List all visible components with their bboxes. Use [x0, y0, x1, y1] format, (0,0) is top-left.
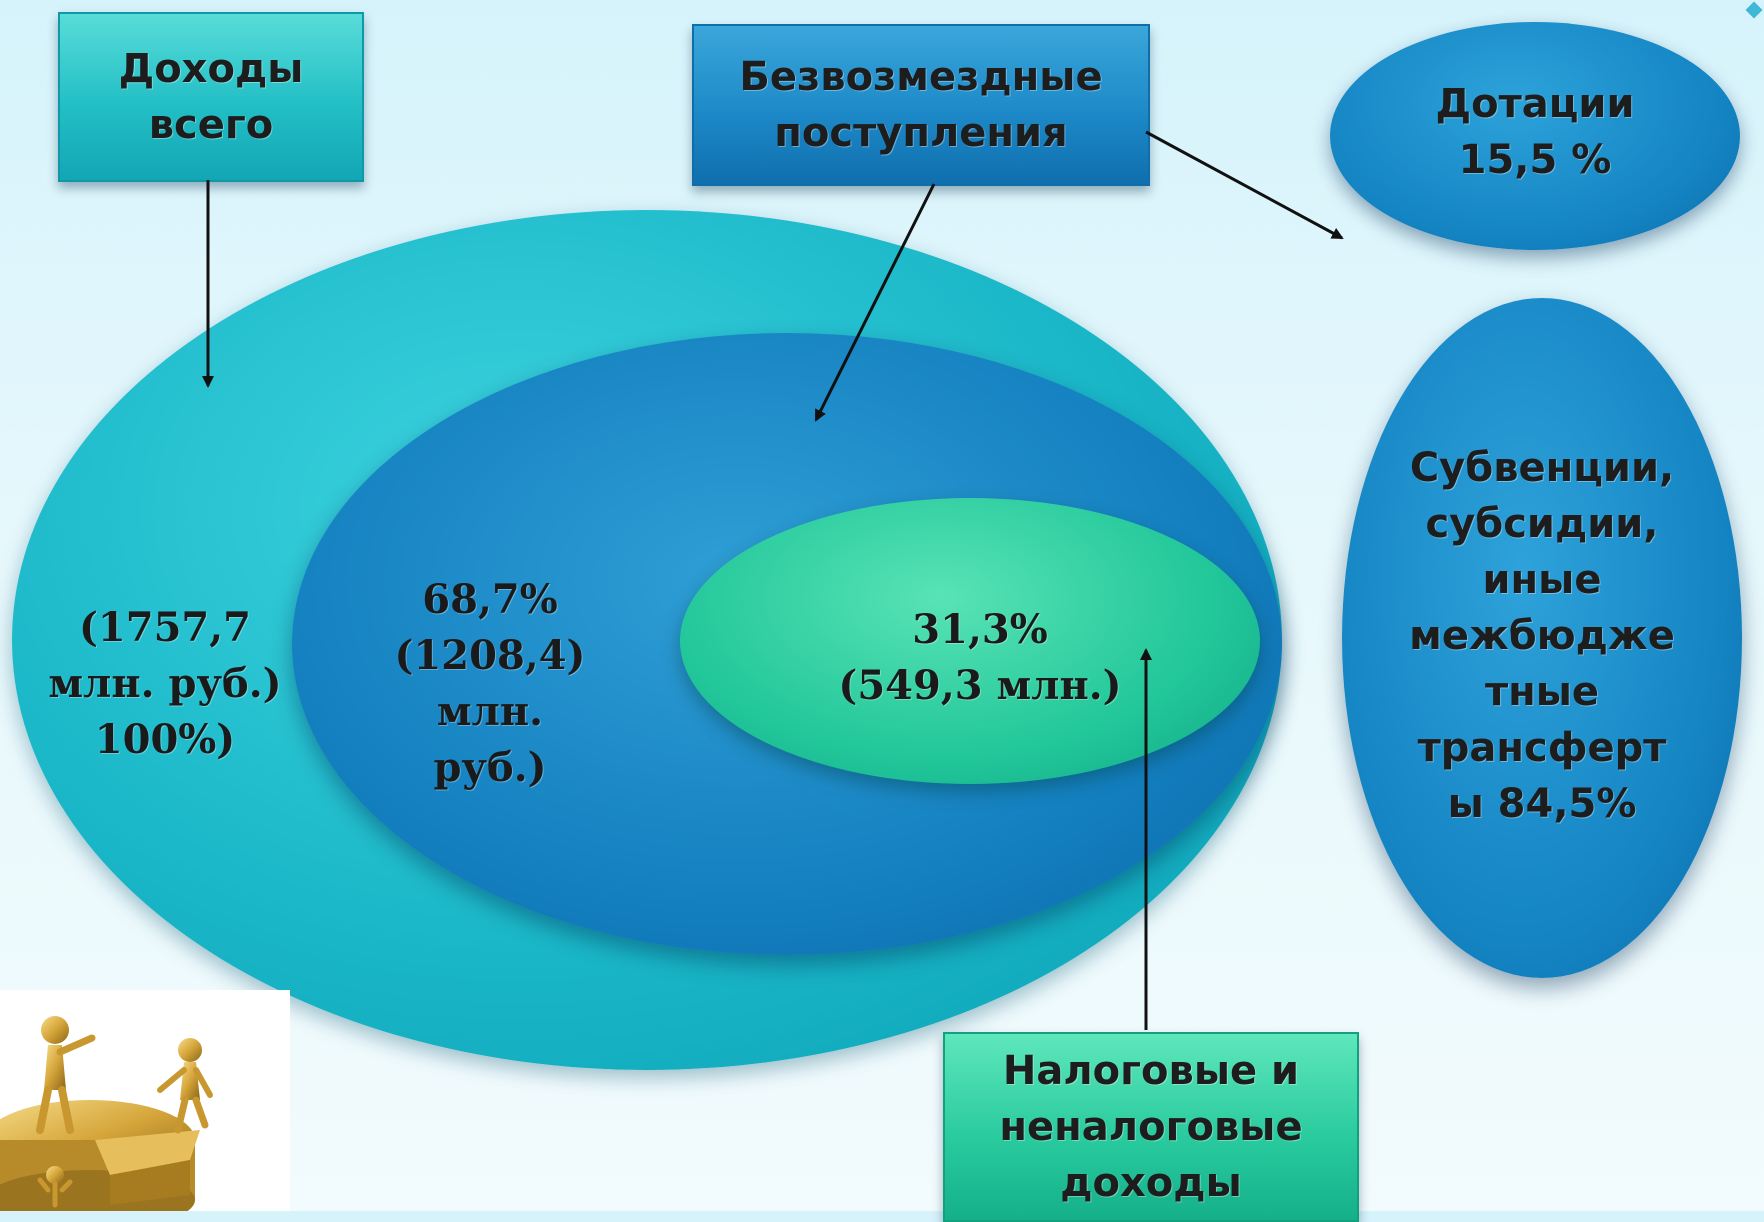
tax-income-value-line1: 31,3% — [912, 606, 1048, 653]
subventions-label-line1: Субвенции, — [1409, 445, 1675, 491]
grants-box-line2: поступления — [774, 110, 1068, 156]
subventions-label-line6: трансферт — [1417, 725, 1667, 771]
dotations-label: Дотации 15,5 % — [1355, 76, 1715, 188]
total-income-box: Доходы всего — [58, 12, 364, 182]
tax-income-box-line3: доходы — [1060, 1160, 1242, 1206]
arrow-grants-to-middle — [814, 183, 936, 422]
subventions-label-line3: иные — [1482, 557, 1602, 603]
arrow-grants-to-dotations — [1145, 130, 1344, 240]
pie-figures-illustration — [0, 990, 290, 1211]
subventions-label-line7: ы 84,5% — [1447, 781, 1637, 827]
subventions-label: Субвенции, субсидии, иные межбюдже тные … — [1372, 440, 1712, 832]
total-income-box-line1: Доходы — [118, 46, 304, 92]
dotations-label-line1: Дотации — [1435, 81, 1635, 127]
total-income-value: (1757,7 млн. руб.) 100%) — [40, 600, 290, 768]
grants-value: 68,7% (1208,4) млн. руб.) — [385, 572, 595, 796]
dotations-ellipse — [1330, 22, 1740, 250]
dotations-label-line2: 15,5 % — [1458, 137, 1612, 183]
tax-income-box-line2: неналоговые — [999, 1104, 1303, 1150]
tax-income-ellipse — [680, 498, 1260, 784]
total-income-value-line3: 100%) — [94, 716, 236, 763]
grants-box: Безвозмездные поступления — [692, 24, 1150, 186]
grants-box-line1: Безвозмездные — [739, 54, 1103, 100]
subventions-ellipse — [1342, 298, 1742, 978]
grants-value-line4: руб.) — [433, 744, 547, 791]
grants-value-line3: млн. — [436, 688, 544, 735]
total-income-value-line2: млн. руб.) — [48, 660, 282, 707]
subventions-label-line2: субсидии, — [1425, 501, 1659, 547]
tax-income-box: Налоговые и неналоговые доходы — [943, 1032, 1359, 1222]
total-income-value-line1: (1757,7 — [78, 604, 251, 651]
tax-income-value-line2: (549,3 млн.) — [838, 662, 1122, 709]
grants-value-line1: 68,7% — [422, 576, 558, 623]
subventions-label-line5: тные — [1484, 669, 1600, 715]
grants-value-line2: (1208,4) — [394, 632, 586, 679]
tax-income-value: 31,3% (549,3 млн.) — [790, 602, 1170, 714]
total-income-box-line2: всего — [148, 102, 274, 148]
tax-income-box-line1: Налоговые и — [1002, 1048, 1300, 1094]
subventions-label-line4: межбюдже — [1409, 613, 1675, 659]
gold-pie-icon — [0, 1016, 213, 1211]
